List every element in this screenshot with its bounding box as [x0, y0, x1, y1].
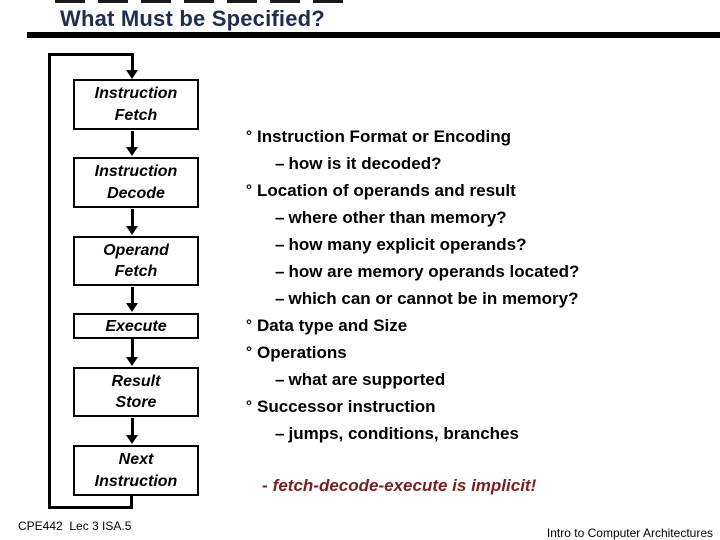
bullet-item: ° Successor instruction [240, 393, 720, 420]
note-dash: - [262, 476, 268, 495]
degree-bullet-icon: ° [246, 398, 252, 415]
stage-box-operand-fetch: Operand Fetch [73, 236, 199, 286]
degree-bullet-icon: ° [246, 182, 252, 199]
arrow-operand-to-execute [126, 287, 139, 312]
bullet-text: how many explicit operands? [288, 235, 527, 254]
degree-bullet-icon: ° [246, 317, 252, 334]
top-edge-artifact [55, 0, 355, 3]
bullet-text: Instruction Format or Encoding [257, 127, 512, 146]
dash-bullet-icon: – [275, 235, 285, 254]
implicit-note: -fetch-decode-execute is implicit! [262, 476, 536, 496]
bullet-item: ° Instruction Format or Encoding [240, 123, 720, 150]
bullet-item: ° Data type and Size [240, 312, 720, 339]
degree-bullet-icon: ° [246, 128, 252, 145]
dash-bullet-icon: – [275, 289, 285, 308]
bullet-subitem: –how is it decoded? [240, 150, 720, 177]
bullet-subitem: –what are supported [240, 366, 720, 393]
stage-label: Store [115, 394, 157, 411]
dash-bullet-icon: – [275, 154, 285, 173]
bullet-item: ° Operations [240, 339, 720, 366]
degree-bullet-icon: ° [246, 344, 252, 361]
bullet-subitem: –how are memory operands located? [240, 258, 720, 285]
loop-bottom-line [48, 506, 133, 509]
bullet-text: where other than memory? [288, 208, 507, 227]
bullet-text: Operations [257, 343, 347, 362]
dash-bullet-icon: – [275, 208, 285, 227]
stage-box-execute: Execute [73, 313, 199, 339]
dash-bullet-icon: – [275, 424, 285, 443]
bullet-text: jumps, conditions, branches [288, 424, 519, 443]
stage-label: Operand [103, 242, 169, 259]
arrow-into-fetch [126, 56, 139, 79]
stage-label: Decode [107, 184, 165, 202]
stage-label: Next [118, 451, 154, 469]
stage-label: Execute [105, 317, 167, 335]
bullet-text: which can or cannot be in memory? [288, 289, 579, 308]
bullet-text: how is it decoded? [288, 154, 442, 173]
footer-course-title: Intro to Computer Architectures [546, 526, 713, 540]
arrow-execute-to-result [126, 339, 139, 366]
bullet-text: what are supported [288, 370, 446, 389]
bullet-item: ° Location of operands and result [240, 177, 720, 204]
stage-box-instruction-decode: Instruction Decode [73, 157, 199, 208]
loop-left-line [48, 53, 51, 509]
bullet-subitem: –jumps, conditions, branches [240, 420, 720, 447]
loop-top-line [48, 53, 134, 56]
arrow-decode-to-operand [126, 209, 139, 235]
loop-bottom-stub [130, 495, 133, 509]
arrow-fetch-to-decode [126, 131, 139, 156]
dash-bullet-icon: – [275, 370, 285, 389]
bullet-text: Data type and Size [257, 316, 408, 335]
arrow-result-to-next [126, 418, 139, 444]
bullet-text: Location of operands and result [257, 181, 516, 200]
title-underline-bar [27, 32, 720, 38]
page-title: What Must be Specified? [60, 6, 325, 31]
bullet-text: how are memory operands located? [288, 262, 580, 281]
stage-box-result-store: Result Store [73, 367, 199, 417]
bullet-text: Successor instruction [257, 397, 436, 416]
stage-label: Result [111, 373, 161, 390]
stage-label: Instruction [94, 85, 178, 103]
stage-label: Fetch [114, 263, 158, 280]
footer-course-label: CPE442 Lec 3 ISA.5 [18, 519, 132, 533]
stage-label: Instruction [94, 163, 178, 181]
stage-label: Fetch [114, 106, 158, 124]
stage-box-next-instruction: Next Instruction [73, 445, 199, 496]
dash-bullet-icon: – [275, 262, 285, 281]
bullet-subitem: –where other than memory? [240, 204, 720, 231]
stage-label: Instruction [94, 472, 178, 490]
bullet-subitem: –how many explicit operands? [240, 231, 720, 258]
stage-box-instruction-fetch: Instruction Fetch [73, 79, 199, 130]
bullet-subitem: –which can or cannot be in memory? [240, 285, 720, 312]
note-text: fetch-decode-execute is implicit! [272, 476, 537, 495]
